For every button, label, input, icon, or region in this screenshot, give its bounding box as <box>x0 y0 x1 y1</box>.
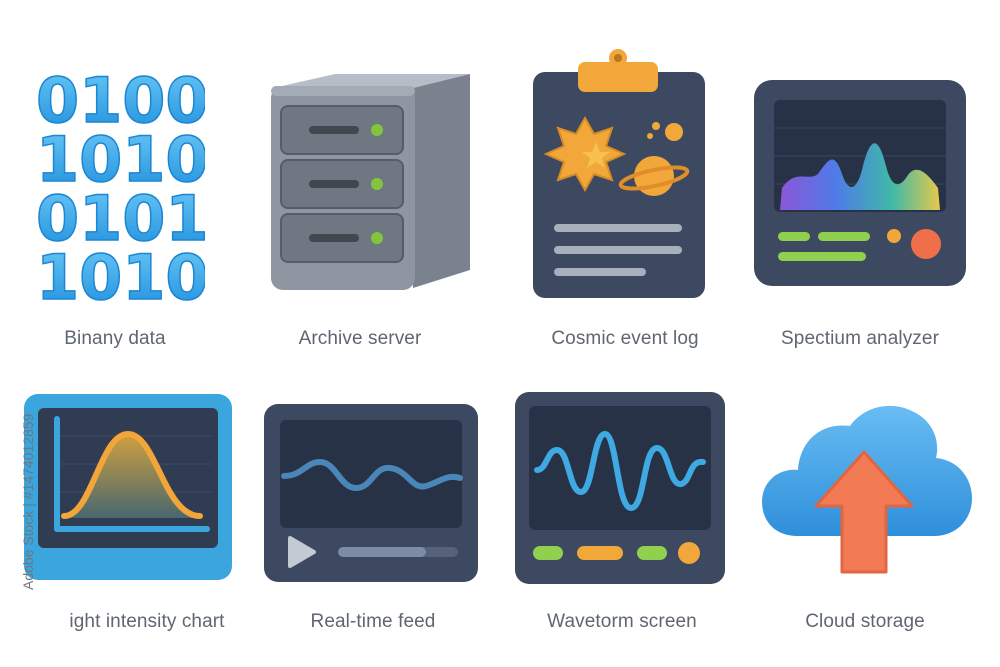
real-time-feed-tile <box>262 402 480 584</box>
light-intensity-chart-label: ight intensity chart <box>69 611 225 632</box>
light-intensity-chart-tile <box>22 392 234 582</box>
cloud-storage-tile <box>758 396 976 580</box>
cosmic-event-log-tile <box>530 48 710 300</box>
spectrum-monitor-icon <box>754 80 966 286</box>
server-icon <box>271 74 470 290</box>
archive-server-tile <box>265 70 480 295</box>
binary-row-1: 0100 <box>36 65 205 137</box>
spectrum-analyzer-label: Spectium analyzer <box>781 328 939 349</box>
binary-row-4: 1010 <box>36 241 205 310</box>
binary-data-icon: 0100 1010 0101 1010 <box>35 65 205 310</box>
cloud-upload-icon <box>762 405 972 574</box>
video-player-icon <box>264 404 478 582</box>
cosmic-event-log-label: Cosmic event log <box>551 328 699 349</box>
spectrum-analyzer-tile <box>752 78 968 288</box>
stock-id-label: Adobe Stock | #1474012859 <box>20 413 36 590</box>
clipboard-cosmic-icon <box>533 49 705 298</box>
cloud-storage-label: Cloud storage <box>805 611 925 632</box>
binary-row-2: 1010 <box>36 123 205 196</box>
binary-row-3: 0101 <box>36 182 205 255</box>
waveform-monitor-icon <box>515 392 725 584</box>
stock-id-text: Adobe Stock | #1474012859 <box>4 380 36 590</box>
binary-data-tile: 0100 1010 0101 1010 <box>30 65 205 310</box>
bell-curve-chart-icon <box>24 394 232 580</box>
binary-data-label: Binany data <box>64 328 166 349</box>
waveform-screen-label: Wavetorm screen <box>547 611 697 632</box>
archive-server-label: Archive server <box>298 328 422 349</box>
real-time-feed-label: Real-time feed <box>310 611 436 632</box>
waveform-screen-tile <box>513 390 727 586</box>
